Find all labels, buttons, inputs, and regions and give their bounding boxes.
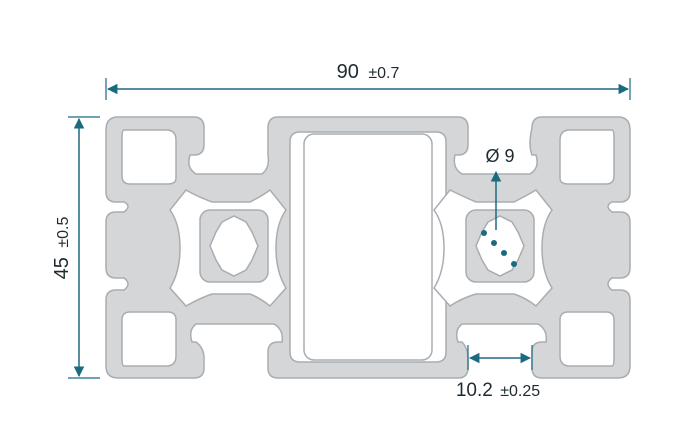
svg-text:10.2 ±0.25: 10.2 ±0.25 [456,380,540,401]
svg-text:90 ±0.7: 90 ±0.7 [337,61,400,83]
width-dimension: 90 ±0.7 [105,61,631,100]
right-top-pocket [559,129,615,185]
width-value: 90 [337,61,359,83]
height-value: 45 [51,257,73,279]
width-tolerance: ±0.7 [368,65,399,82]
slot-tolerance: ±0.25 [500,383,540,400]
svg-text:45 ±0.5: 45 ±0.5 [51,217,73,280]
bore-label: Ø 9 [485,146,514,166]
slot-value: 10.2 [456,380,493,401]
height-tolerance: ±0.5 [55,217,72,248]
left-top-pocket [121,129,177,185]
aluminium-profile [105,116,631,379]
left-core-bore [209,215,259,277]
slot-dimension: 10.2 ±0.25 [456,345,540,401]
right-bottom-pocket [559,311,615,367]
bore-dimension: Ø 9 [481,146,517,267]
left-core [199,209,269,283]
right-core-bore [475,215,525,277]
height-dimension: 45 ±0.5 [51,116,100,379]
right-core [465,209,535,283]
left-bottom-pocket [121,311,177,367]
center-chamber [303,133,433,361]
profile-body [105,116,631,379]
